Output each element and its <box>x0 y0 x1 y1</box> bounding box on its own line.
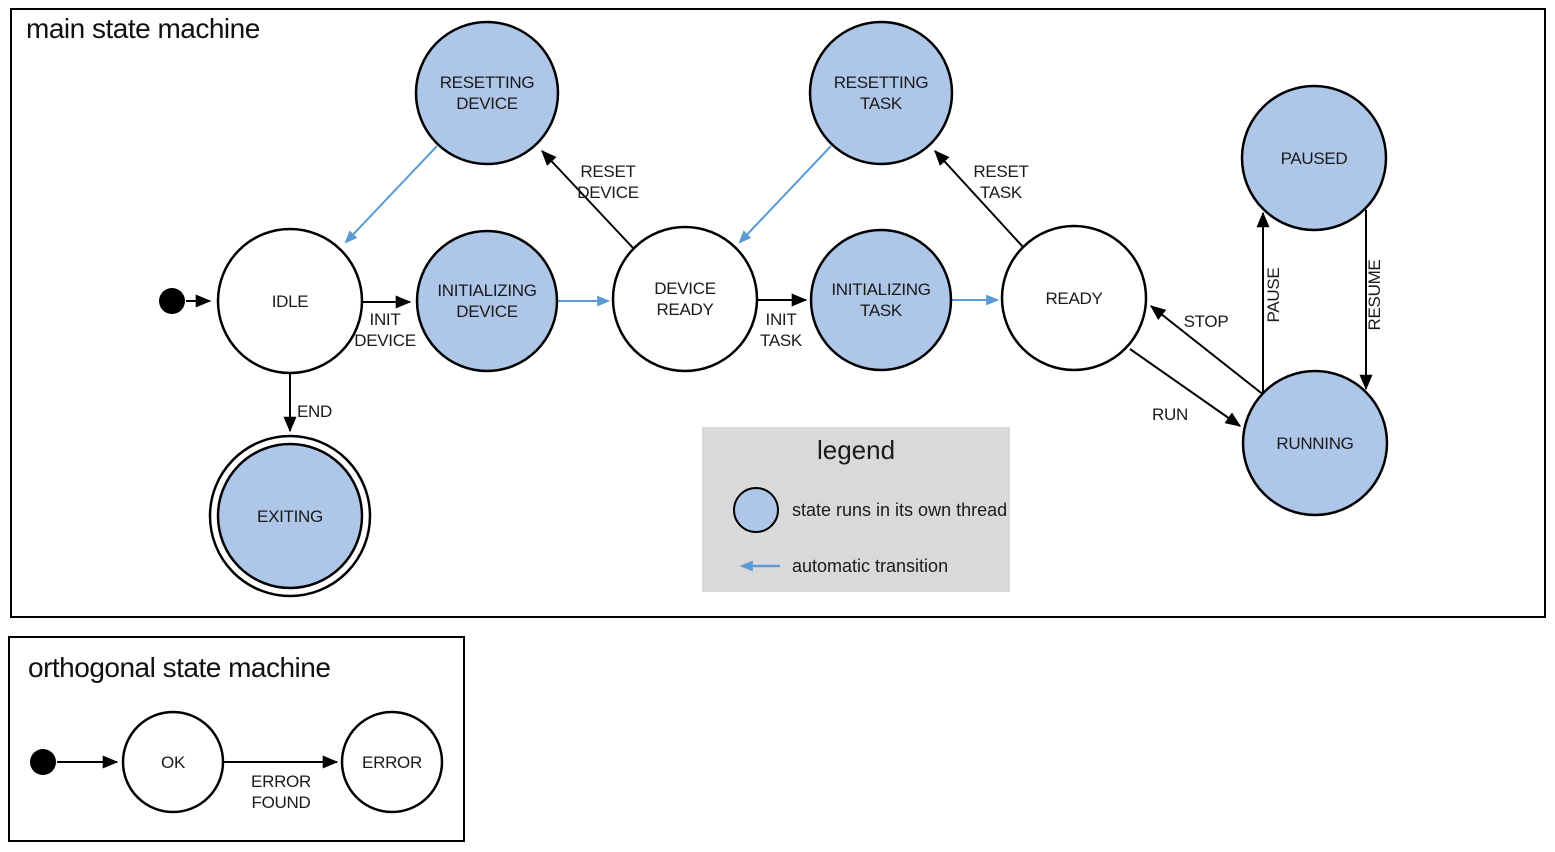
state-label-idle: IDLE <box>272 292 309 311</box>
state-device-ready: DEVICE READY <box>611 225 759 373</box>
state-label-ok: OK <box>161 753 186 772</box>
state-ready: READY <box>1000 224 1148 372</box>
state-label-resetting-task: RESETTING <box>834 73 929 92</box>
transition-label-pause: PAUSE <box>1264 268 1283 323</box>
transition-auto-resetting-task-to-device-ready <box>738 145 832 244</box>
legend-item-label: state runs in its own thread <box>792 500 1007 520</box>
transition-label-reset-device: RESET <box>580 162 635 181</box>
state-circle-initializing-task <box>809 228 953 372</box>
state-circle-running <box>1241 369 1389 517</box>
state-resetting-task: RESETTING TASK <box>808 20 954 166</box>
state-label-initializing-device: DEVICE <box>456 302 518 321</box>
legend: legend state runs in its own thread automa… <box>702 427 1010 592</box>
transition-reset-task <box>934 150 1024 248</box>
state-initializing-task: INITIALIZING TASK <box>809 228 953 372</box>
orthogonal-state-machine-title: orthogonal state machine <box>28 652 331 683</box>
state-circle-paused <box>1240 84 1388 232</box>
legend-item-label: automatic transition <box>792 556 948 576</box>
transition-label-resume: RESUME <box>1365 260 1384 331</box>
state-label-resetting-task: TASK <box>860 94 903 113</box>
transition-label-reset-task: RESET <box>973 162 1028 181</box>
state-label-device-ready: READY <box>656 300 713 319</box>
transition-label-init-task: INIT <box>766 310 797 329</box>
transition-label-error-found: FOUND <box>252 793 311 812</box>
initial-state-dot <box>30 749 56 775</box>
state-circle-device-ready <box>611 225 759 373</box>
transition-auto-resetting-device-to-idle <box>344 145 438 244</box>
state-running: RUNNING <box>1241 369 1389 517</box>
state-label-exiting: EXITING <box>257 507 323 526</box>
state-label-resetting-device: RESETTING <box>440 73 535 92</box>
state-label-ready: READY <box>1045 289 1102 308</box>
transition-label-reset-task: TASK <box>980 183 1023 202</box>
state-circle-resetting-device <box>414 20 560 166</box>
state-initializing-device: INITIALIZING DEVICE <box>415 229 559 373</box>
transition-label-error-found: ERROR <box>251 772 311 791</box>
main-state-machine-graph: INIT DEVICE RESET DEVICE INIT TASK RESET TASK RU… <box>159 20 1389 598</box>
transition-stop <box>1149 305 1266 397</box>
state-label-running: RUNNING <box>1276 434 1353 453</box>
state-circle-idle <box>216 227 364 375</box>
state-ok: OK <box>121 710 225 814</box>
state-idle: IDLE <box>216 227 364 375</box>
transition-run <box>1129 348 1242 427</box>
transition-label-init-device: INIT <box>370 310 401 329</box>
state-circle-ready <box>1000 224 1148 372</box>
state-resetting-device: RESETTING DEVICE <box>414 20 560 166</box>
initial-state-dot <box>159 288 185 314</box>
transition-label-stop: STOP <box>1184 312 1229 331</box>
state-circle-ok <box>121 710 225 814</box>
orthogonal-state-machine-graph: ERROR FOUND OK ERROR <box>30 710 444 814</box>
state-label-device-ready: DEVICE <box>654 279 716 298</box>
state-label-initializing-task: INITIALIZING <box>831 280 930 299</box>
state-label-resetting-device: DEVICE <box>456 94 518 113</box>
transition-label-reset-device: DEVICE <box>577 183 639 202</box>
state-label-paused: PAUSED <box>1281 149 1348 168</box>
state-paused: PAUSED <box>1240 84 1388 232</box>
state-circle-error <box>340 710 444 814</box>
main-state-machine-title: main state machine <box>26 13 260 44</box>
transition-label-init-device: DEVICE <box>354 331 416 350</box>
legend-title: legend <box>817 435 895 465</box>
state-exiting: EXITING <box>208 434 372 598</box>
state-circle-initializing-device <box>415 229 559 373</box>
transition-reset-device <box>541 150 635 250</box>
state-label-error: ERROR <box>362 753 422 772</box>
transition-label-run: RUN <box>1152 405 1188 424</box>
main-state-machine-panel <box>10 8 1546 618</box>
transition-label-end: END <box>297 402 332 421</box>
state-error: ERROR <box>340 710 444 814</box>
legend-threaded-state-icon <box>733 487 779 533</box>
state-circle-resetting-task <box>808 20 954 166</box>
state-label-initializing-task: TASK <box>860 301 903 320</box>
orthogonal-state-machine-panel <box>8 636 465 842</box>
state-circle-exiting <box>216 442 364 590</box>
transition-label-init-task: TASK <box>760 331 803 350</box>
state-label-initializing-device: INITIALIZING <box>437 281 536 300</box>
